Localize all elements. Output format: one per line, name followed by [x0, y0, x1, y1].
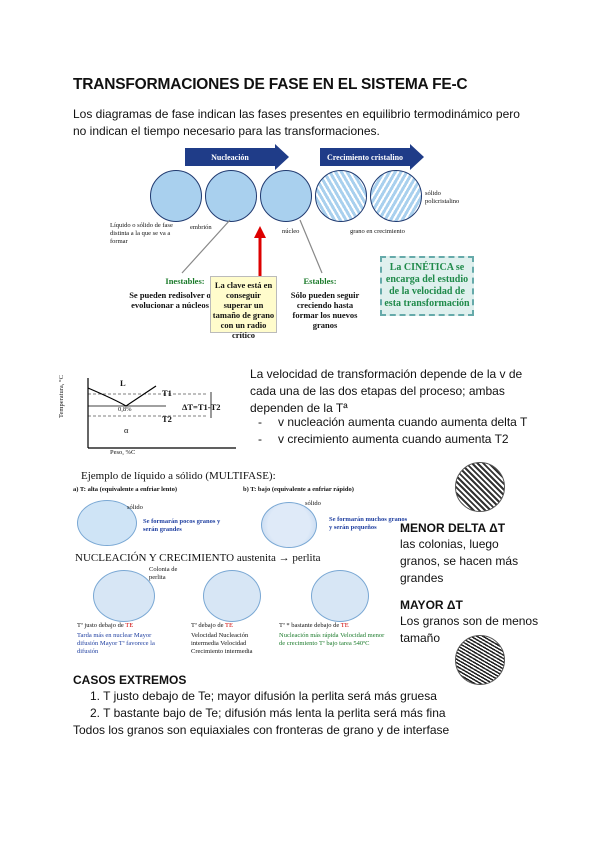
- critical-radius-note: La clave está en conseguir superar un ta…: [210, 276, 277, 340]
- formation-text-b: Se formarán muchos granos y serán pequeñ…: [329, 516, 408, 531]
- nucleus-circle: [260, 170, 312, 222]
- temp-label-2: Tª debajo de TE: [191, 622, 233, 629]
- temp-note-2: Velocidad Nucleación intermedia Velocida…: [191, 632, 253, 655]
- connector-arrows: [181, 219, 323, 283]
- nucleus-label: núcleo: [282, 228, 300, 235]
- polycrystal-circle: [370, 170, 422, 222]
- menor-title: MENOR DELTA ΔT: [400, 521, 506, 535]
- solid-label-a: sólido: [127, 504, 143, 511]
- grain-label: grano en crecimiento: [350, 228, 405, 235]
- cases-list: 1. T justo debajo de Te; mayor difusión …: [90, 688, 530, 722]
- embryo-circle: [205, 170, 257, 222]
- temp-note-1: Tarda más en nuclear Mayor difusión Mayo…: [77, 632, 155, 655]
- coarse-grain-micrograph: [455, 462, 505, 512]
- multiphase-header: Ejemplo de líquido a sólido (MULTIFASE):: [81, 470, 276, 482]
- velocity-list: v nucleación aumenta cuando aumenta delt…: [250, 414, 540, 448]
- intro-paragraph: Los diagramas de fase indican las fases …: [73, 107, 520, 138]
- nucleation-banner: Nucleación: [185, 148, 275, 166]
- pearlite-circle-2: [203, 570, 261, 622]
- cases-title: CASOS EXTREMOS: [73, 673, 187, 687]
- liquid-circle: [150, 170, 202, 222]
- pearlite-colony-label: Colonia de perlita: [149, 566, 178, 581]
- arrow-right-icon: [275, 144, 289, 170]
- temp-label-3: Tª * bastante debajo de TE: [279, 622, 349, 629]
- fine-grain-micrograph: [455, 635, 505, 685]
- solid-label-b: sólido: [305, 500, 321, 507]
- page-title: TRANSFORMACIONES DE FASE EN EL SISTEMA F…: [73, 76, 468, 93]
- arrow-right-icon: [410, 144, 424, 170]
- velocity-paragraph: La velocidad de transformación depende d…: [250, 367, 523, 415]
- stable-text: Sólo pueden seguir creciendo hasta forma…: [290, 290, 360, 330]
- kinetics-box: La CINÉTICA se encarga del estudio de la…: [380, 256, 474, 316]
- y-axis-label: Temperatura, °C: [58, 375, 65, 418]
- solid-label: sólido policristalino: [425, 190, 460, 205]
- case-a-label: a) T: alta (equivalente a enfriar lento): [73, 486, 177, 493]
- pearlite-circle-3: [311, 570, 369, 622]
- t1-label: T1: [162, 388, 172, 398]
- slow-cooling-circle: [77, 500, 137, 546]
- temp-note-3: Nucleación más rápida Velocidad menor de…: [279, 632, 385, 647]
- unstable-title: Inestables:: [165, 276, 205, 286]
- liquid-phase-label: L: [120, 378, 126, 388]
- eutectoid-label: 0,8%: [118, 406, 132, 413]
- final-paragraph: Todos los granos son equiaxiales con fro…: [73, 723, 450, 737]
- delta-t-label: ΔT=T1-T2: [182, 402, 221, 412]
- embryo-label: embrión: [190, 224, 212, 231]
- growing-grain-circle: [315, 170, 367, 222]
- list-item: v nucleación aumenta cuando aumenta delt…: [250, 414, 540, 431]
- mayor-title: MAYOR ΔT: [400, 598, 463, 612]
- list-item: 1. T justo debajo de Te; mayor difusión …: [90, 689, 437, 703]
- menor-text: las colonias, luego granos, se hacen más…: [400, 537, 519, 585]
- list-item: 2. T bastante bajo de Te; difusión más l…: [90, 706, 446, 720]
- x-axis-label: Peso, %C: [110, 449, 136, 456]
- fast-cooling-circle: [261, 502, 317, 548]
- formation-text-a: Se formarán pocos granos y serán grandes: [143, 518, 221, 533]
- unstable-text: Se pueden redisolver o evolucionar a núc…: [129, 290, 211, 310]
- nucleation-figure: Nucleación Crecimiento cristalino sólido…: [110, 144, 480, 340]
- pearlite-circle-1: [93, 570, 155, 622]
- mayor-text: Los granos son de menos tamaño: [400, 614, 539, 645]
- case-b-label: b) T: bajo (equivalente a enfriar rápido…: [243, 486, 354, 493]
- list-item: v crecimiento aumenta cuando aumenta T2: [250, 431, 540, 448]
- phase-diagram-sketch: [87, 378, 236, 449]
- liquid-label: Líquido o sólido de fase distinta a la q…: [110, 222, 173, 245]
- nucleation-growth-label: NUCLEACIÓN Y CRECIMIENTO austenita → per…: [75, 552, 321, 564]
- t2-label: T2: [162, 414, 172, 424]
- multiphase-figure: Ejemplo de líquido a sólido (MULTIFASE):…: [73, 470, 413, 660]
- growth-banner: Crecimiento cristalino: [320, 148, 410, 166]
- temp-label-1: Tª justo debajo de TE: [77, 622, 134, 629]
- alpha-label: α: [124, 425, 129, 435]
- stable-title: Estables:: [303, 276, 337, 286]
